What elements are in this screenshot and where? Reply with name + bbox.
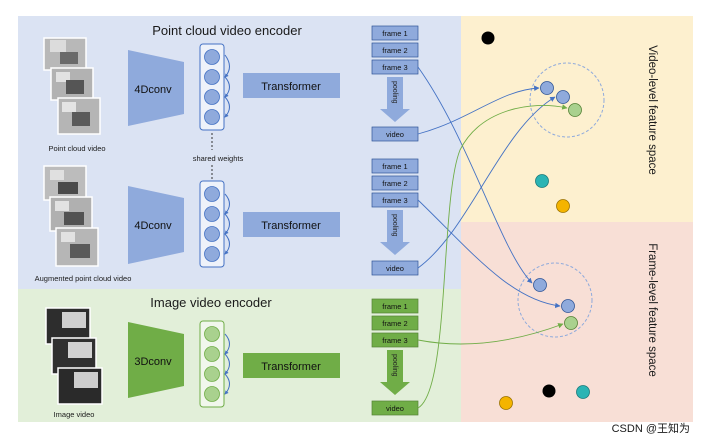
image-token-column — [199, 320, 230, 408]
video-point-teal — [535, 174, 549, 188]
arrow-point-frame3-to-frame-space — [417, 66, 533, 284]
image-video-label: video — [386, 404, 404, 413]
image-encoder-title: Image video encoder — [150, 295, 272, 310]
csdn-watermark: CSDN @王知为 — [612, 421, 690, 435]
arrow-image-video-to-video-space — [417, 104, 568, 409]
augmented-frame3-label: frame 3 — [382, 196, 407, 205]
video-point-black — [481, 31, 495, 45]
shared-weights-label: shared weights — [193, 154, 244, 163]
augmented-frame1-label: frame 1 — [382, 162, 407, 171]
image-video-thumbnails — [45, 307, 103, 405]
point-transformer-label: Transformer — [261, 81, 321, 93]
image-frame1-label: frame 1 — [382, 302, 407, 311]
arrow-image-frame3-to-frame-space — [417, 323, 564, 345]
augmented-transformer-label: Transformer — [261, 220, 321, 232]
image-transformer-label: Transformer — [261, 361, 321, 373]
video-point-orange — [556, 199, 570, 213]
frame-point-teal — [576, 385, 590, 399]
image-transformer-block — [243, 353, 340, 378]
augmented-point-cloud-thumbnails — [43, 165, 99, 267]
augmented-video-label: video — [386, 264, 404, 273]
point-transformer-block — [243, 73, 340, 98]
point-encoder-title: Point cloud video encoder — [152, 23, 302, 38]
frame-point-black — [542, 384, 556, 398]
image-3dconv-block — [128, 322, 184, 398]
augmented-pooling-arrow — [380, 210, 410, 255]
image-frame3-label: frame 3 — [382, 336, 407, 345]
image-frame-stack: frame 1 frame 2 frame 3 pooling video — [371, 298, 419, 416]
video-point-blue-a — [540, 81, 554, 95]
point-cloud-video-caption: Point cloud video — [48, 144, 105, 153]
image-video-caption: Image video — [54, 410, 95, 419]
point-4dconv-label: 4Dconv — [134, 84, 172, 96]
point-frame-stack: frame 1 frame 2 frame 3 pooling video — [371, 25, 419, 142]
augmented-token-column — [199, 180, 230, 268]
image-pooling-arrow — [380, 350, 410, 395]
augmented-4dconv-block — [128, 186, 184, 264]
image-frame2-label: frame 2 — [382, 319, 407, 328]
point-video-label: video — [386, 130, 404, 139]
augmented-pooling-label: pooling — [391, 214, 398, 237]
arrow-aug-frame3-to-frame-space — [417, 199, 561, 309]
frame-level-cluster-ring — [517, 262, 593, 338]
point-pooling-label: pooling — [391, 81, 398, 104]
point-4dconv-block — [128, 50, 184, 126]
video-point-green — [568, 103, 582, 117]
point-frame2-label: frame 2 — [382, 46, 407, 55]
frame-level-space-label: Frame-level feature space — [646, 243, 658, 377]
video-point-blue-b — [556, 90, 570, 104]
point-pooling-arrow — [380, 77, 410, 122]
point-cloud-video-thumbnails — [43, 37, 101, 135]
arrow-aug-video-to-video-space — [417, 96, 556, 269]
arrow-point-video-to-video-space — [417, 85, 540, 135]
point-token-column — [199, 43, 230, 131]
image-3dconv-label: 3Dconv — [134, 356, 172, 368]
frame-point-orange — [499, 396, 513, 410]
augmented-point-cloud-caption: Augmented point cloud video — [35, 274, 132, 283]
augmented-frame2-label: frame 2 — [382, 179, 407, 188]
video-level-cluster-ring — [529, 62, 605, 138]
frame-point-blue-b — [561, 299, 575, 313]
video-level-space-label: Video-level feature space — [646, 45, 658, 175]
video-space-panel — [461, 16, 693, 222]
frame-point-blue-a — [533, 278, 547, 292]
augmented-transformer-block — [243, 212, 340, 237]
augmented-frame-stack: frame 1 frame 2 frame 3 pooling video — [371, 158, 419, 276]
image-pooling-label: pooling — [391, 354, 398, 377]
point-frame3-label: frame 3 — [382, 63, 407, 72]
point-frame1-label: frame 1 — [382, 29, 407, 38]
augmented-4dconv-label: 4Dconv — [134, 220, 172, 232]
frame-point-green — [564, 316, 578, 330]
